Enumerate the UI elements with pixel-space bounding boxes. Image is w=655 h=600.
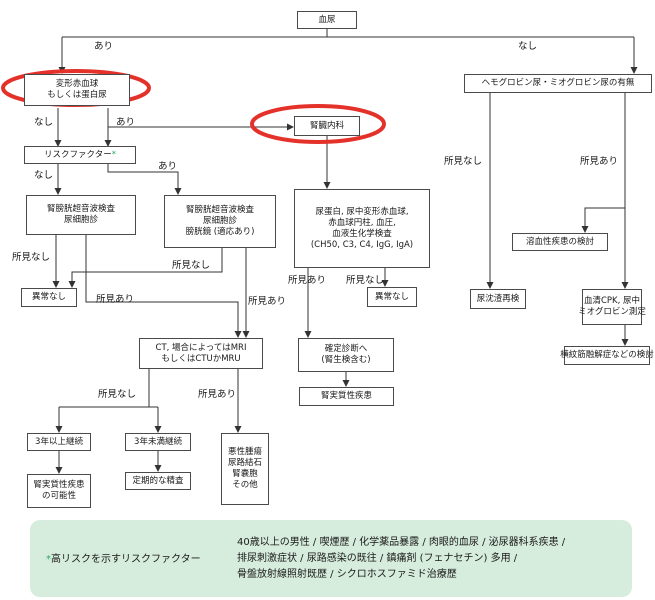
node-urine-sediment: 尿沈渣再検 xyxy=(470,289,526,309)
legend-line: 40歳以上の男性 / 喫煙歴 / 化学薬品暴露 / 肉眼的血尿 / 泌尿器科系疾… xyxy=(237,537,566,548)
label-none-usright: 所見なし xyxy=(172,260,211,271)
label-none-usleft: 所見なし xyxy=(12,252,51,263)
node-regular-check: 定期的な精査 xyxy=(125,472,191,490)
node-hematuria: 血尿 xyxy=(297,11,357,29)
node-us-cyto-left: 腎膀胱超音波検査尿細胞診 xyxy=(26,195,136,235)
node-parenchymal-possible: 腎実質性疾患の可能性 xyxy=(27,474,91,508)
node-hemolysis: 溶血性疾患の検討 xyxy=(512,233,608,251)
label-finding-tests: 所見あり xyxy=(288,275,327,286)
label-yes-risk: あり xyxy=(158,161,178,172)
node-cpk: 血清CPK, 尿中ミオグロビン測定 xyxy=(578,289,646,325)
node-disease-list: 悪性腫瘍尿路結石腎嚢胞その他 xyxy=(221,433,269,505)
label-finding-ct: 所見あり xyxy=(198,389,237,400)
label-finding-usleft: 所見あり xyxy=(96,294,135,305)
label-finding-usright: 所見あり xyxy=(248,296,287,307)
edge-usleft-finding xyxy=(85,235,242,338)
label-none-tests: 所見なし xyxy=(346,275,385,286)
edge-hemolysis xyxy=(581,207,625,233)
risk-factor-legend: *高リスクを示すリスクファクター 40歳以上の男性 / 喫煙歴 / 化学薬品暴露… xyxy=(30,520,632,597)
edge-ct-none xyxy=(59,369,158,408)
edge-usright-none xyxy=(68,248,223,288)
edge-hematuria-split xyxy=(62,29,634,38)
node-over3y: 3年以上継続 xyxy=(27,433,91,451)
legend-risk-list: 40歳以上の男性 / 喫煙歴 / 化学薬品暴露 / 肉眼的血尿 / 泌尿器科系疾… xyxy=(237,535,565,583)
node-normal-left: 異常なし xyxy=(21,288,77,307)
node-renal-parenchymal: 腎実質性疾患 xyxy=(299,387,394,406)
node-diagnosis: 確定診断へ(腎生検含む) xyxy=(298,338,394,372)
node-risk-factor: リスクファクター* xyxy=(24,146,136,164)
label-no-risk: なし xyxy=(34,170,54,181)
label-finding-hbmb: 所見あり xyxy=(580,156,619,167)
label-no-dysmorphic: なし xyxy=(34,117,54,128)
legend-line: 排尿刺激症状 / 尿路感染の既往 / 鎮痛剤 (フェナセチン) 多用 / xyxy=(237,553,518,564)
node-rhabdo: 横紋筋融解症などの検討 xyxy=(560,346,654,365)
node-dysmorphic-rbc: 変形赤血球もしくは蛋白尿 xyxy=(24,74,130,106)
legend-line: 骨盤放射線照射既歴 / シクロホスファミド治療歴 xyxy=(237,569,457,580)
node-under3y: 3年未満継続 xyxy=(125,433,191,451)
node-renal-tests: 尿蛋白, 尿中変形赤血球,赤血球円柱, 血圧,血液生化学検査(CH50, C3,… xyxy=(294,189,430,268)
node-nephrology: 腎臓内科 xyxy=(294,116,360,136)
edge-risk-yes xyxy=(107,164,182,195)
node-normal-mid: 異常なし xyxy=(367,287,417,307)
legend-mark: * xyxy=(46,554,51,565)
risk-factor-mark: * xyxy=(111,149,116,160)
node-hb-mb: ヘモグロビン尿・ミオグロビン尿の有無 xyxy=(464,74,652,93)
highlight-ellipse-nephrology xyxy=(250,104,386,144)
label-no-hbmb: なし xyxy=(518,41,538,52)
label-none-hbmb: 所見なし xyxy=(444,156,483,167)
label-yes-nephrology: あり xyxy=(116,117,136,128)
legend-title: *高リスクを示すリスクファクター xyxy=(46,554,201,565)
label-yes-dysmorphic: あり xyxy=(94,41,114,52)
label-none-ct: 所見なし xyxy=(98,389,137,400)
node-us-cyto-right: 腎膀胱超音波検査尿細胞診膀胱鏡 (適応あり) xyxy=(164,195,276,248)
